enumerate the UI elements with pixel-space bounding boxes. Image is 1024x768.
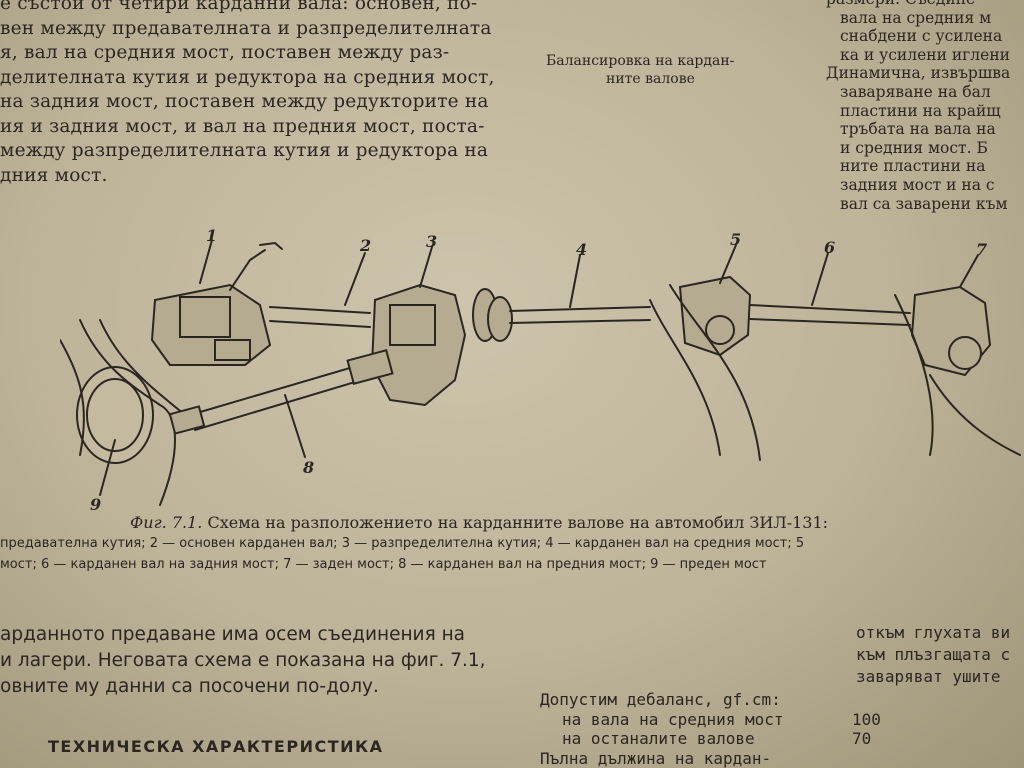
figure-caption: Фиг. 7.1. Схема на разположението на кар… — [0, 512, 1024, 575]
text-line: вал са заварени към — [840, 194, 1008, 213]
caption-title-text: Схема на разположението на карданните ва… — [207, 513, 829, 532]
figure-number: 2 — [359, 236, 371, 255]
caption-legend-line: предавателна кутия; 2 — основен карданен… — [0, 536, 805, 551]
shift-lever — [229, 249, 266, 291]
text-line: и средния мост. Б — [840, 138, 988, 157]
text-line: ия и задния мост, и вал на предния мост,… — [0, 115, 485, 137]
main-shaft — [269, 306, 371, 328]
front-axle-housing — [79, 319, 176, 506]
spec-title: Допустим дебаланс, gf.cm: — [540, 690, 781, 709]
figure-number: 4 — [576, 240, 587, 259]
caption-fig-label: Фиг. 7.1. — [130, 513, 203, 532]
front-wheel — [76, 366, 154, 464]
figure-number: 5 — [730, 230, 741, 249]
text-line: между разпределителната кутия и редуктор… — [0, 140, 489, 161]
text-line: и лагери. Неговата схема е показана на ф… — [0, 650, 486, 671]
rear-shaft — [749, 304, 911, 326]
figure-number: 8 — [302, 458, 314, 477]
caption-title: Фиг. 7.1. Схема на разположението на кар… — [0, 512, 1024, 533]
text-line: е състои от четири карданни вала: основе… — [0, 0, 478, 14]
spec-label: на вала на средния мост — [562, 709, 784, 729]
spec-row: на вала на средния мост 100 — [540, 710, 881, 730]
text-line: заваряват ушите — [856, 667, 1001, 686]
spec-value: 100 — [852, 709, 881, 729]
spec-value: 70 — [852, 729, 872, 748]
figure-number: 9 — [90, 495, 101, 514]
figure-number: 1 — [206, 226, 217, 245]
text-line: задния мост и на с — [840, 175, 995, 194]
spec-row: на останалите валове 70 — [540, 729, 881, 749]
transmission — [150, 283, 272, 366]
transfer-case — [370, 283, 467, 407]
side-note: Балансировка на кардан- ните валове — [546, 52, 734, 88]
text-line: дния мост. — [0, 164, 108, 186]
text-line: овните му данни са посочени по-долу. — [0, 676, 379, 697]
front-axle-shaft — [168, 349, 394, 435]
text-line: снабдени с усилена — [840, 27, 1003, 46]
figure-number: 6 — [824, 238, 835, 257]
text-line: ка и усилени иглени — [840, 45, 1010, 64]
spec-last-line: Пълна дължина на кардан- — [540, 748, 772, 768]
text-line: вала на средния м — [840, 8, 992, 27]
text-line: делителната кутия и редуктора на средния… — [0, 66, 495, 88]
text-line: тръбата на вала на — [840, 120, 996, 139]
text-line: размери. Съедине — [826, 0, 1010, 9]
middle-axle — [678, 275, 752, 357]
text-line: Динамична, извършва — [826, 64, 1011, 83]
text-line: към плъзгащата с — [856, 645, 1011, 664]
caption-legend-line: мост; 6 — карданен вал на задния мост; 7… — [0, 557, 767, 572]
text-line: заваряване на бал — [840, 82, 991, 101]
left-paragraph: е състои от четири карданни вала: основе… — [0, 0, 495, 188]
driveline-diagram: 1 2 3 4 5 6 7 8 9 — [60, 226, 1021, 514]
text-line: я, вал на средния мост, поставен между р… — [0, 42, 450, 63]
text-line: ните пластини на — [840, 157, 986, 176]
text-line: арданното предаване има осем съединения … — [0, 624, 466, 645]
figure-number: 7 — [976, 240, 987, 259]
text-line: на задния мост, поставен между редуктори… — [0, 91, 489, 112]
text-line: пластини на крайщ — [840, 101, 1001, 120]
body-paragraph-right: откъм глухата ви към плъзгащата с заваря… — [856, 622, 1010, 688]
body-paragraph-left: арданното предаване има осем съединения … — [0, 622, 486, 700]
section-heading: ТЕХНИЧЕСКА ХАРАКТЕРИСТИКА — [48, 737, 384, 756]
text-line: откъм глухата ви — [856, 623, 1011, 642]
text-line: вен между предавателната и разпределител… — [0, 17, 492, 39]
spec-table: Допустим дебаланс, gf.cm: на вала на сре… — [540, 690, 881, 768]
right-paragraph: размери. Съедине вала на средния м снабд… — [826, 0, 1010, 213]
spec-label: на останалите валове — [562, 729, 755, 748]
middle-axle-shaft — [472, 288, 651, 342]
figure-number: 3 — [426, 232, 437, 251]
side-note-line: Балансировка на кардан- — [546, 53, 735, 69]
side-note-line: ните валове — [606, 71, 695, 87]
rear-axle — [910, 285, 992, 377]
